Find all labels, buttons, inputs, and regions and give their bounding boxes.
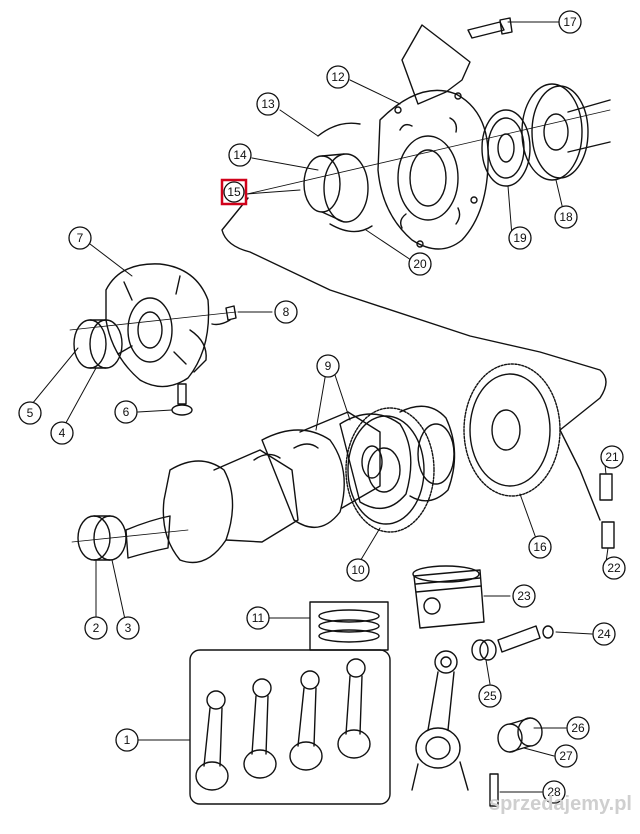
callout-21: 21	[600, 445, 624, 469]
svg-text:2: 2	[93, 621, 100, 635]
piston	[412, 565, 485, 629]
callout-28: 28	[542, 780, 566, 804]
callout-7: 7	[68, 226, 92, 250]
svg-text:27: 27	[559, 749, 573, 763]
callout-22: 22	[602, 556, 626, 580]
seal-clip	[329, 223, 373, 233]
callout-1: 1	[115, 728, 139, 752]
front-bearing-shell	[73, 319, 123, 369]
bolt	[467, 17, 513, 39]
callouts: 17 12 13 14 15 20 19 18 7 8 5 4 6 9 10 1…	[18, 10, 626, 804]
crank-hub	[521, 83, 611, 181]
callout-24: 24	[592, 622, 616, 646]
svg-text:14: 14	[233, 148, 247, 162]
callout-8: 8	[274, 300, 298, 324]
callout-4: 4	[50, 421, 74, 445]
svg-text:21: 21	[605, 450, 619, 464]
svg-text:10: 10	[351, 563, 365, 577]
svg-text:3: 3	[125, 621, 132, 635]
callout-18: 18	[554, 205, 578, 229]
svg-text:11: 11	[252, 611, 265, 625]
rod-bearing-shell	[497, 717, 543, 753]
callout-11: 11	[246, 606, 270, 630]
crank-gear	[345, 407, 435, 533]
svg-text:1: 1	[124, 733, 131, 747]
rear-cover-assembly	[377, 24, 489, 250]
svg-text:5: 5	[27, 406, 34, 420]
oil-pump-housing	[105, 263, 210, 388]
callout-2: 2	[84, 616, 108, 640]
callout-25: 25	[478, 684, 502, 708]
svg-text:15: 15	[227, 185, 241, 199]
crank-rear-flange	[399, 405, 456, 502]
connecting-rod-set	[195, 658, 371, 791]
svg-text:9: 9	[325, 359, 332, 373]
callout-27: 27	[554, 744, 578, 768]
callout-19: 19	[508, 226, 532, 250]
svg-text:17: 17	[563, 15, 577, 29]
callout-13: 13	[256, 92, 280, 116]
svg-text:19: 19	[513, 231, 527, 245]
piston-ring-set	[309, 601, 389, 651]
callout-15-highlighted: 15	[220, 178, 248, 206]
connecting-rod-set-box	[189, 649, 391, 805]
callout-6: 6	[114, 400, 138, 424]
svg-text:4: 4	[59, 426, 66, 440]
flex-plate-bolts	[599, 473, 615, 549]
group-outline-line	[221, 197, 607, 521]
pump-bolt	[171, 383, 193, 416]
svg-text:16: 16	[533, 540, 547, 554]
svg-text:13: 13	[261, 97, 275, 111]
callout-26: 26	[566, 716, 590, 740]
connecting-rod	[411, 650, 469, 791]
svg-text:20: 20	[413, 257, 427, 271]
callout-5: 5	[18, 401, 42, 425]
callout-14: 14	[228, 143, 252, 167]
svg-text:18: 18	[559, 210, 573, 224]
callout-12: 12	[326, 65, 350, 89]
svg-text:8: 8	[283, 305, 290, 319]
rod-bolt	[489, 773, 499, 807]
watermark: sprzedajemy.pl	[489, 793, 632, 815]
crank-position-sensor	[211, 305, 237, 326]
callout-3: 3	[116, 616, 140, 640]
rear-seal-ring	[303, 153, 369, 223]
snap-ring	[317, 122, 361, 137]
callout-10: 10	[346, 558, 370, 582]
callout-16: 16	[528, 535, 552, 559]
svg-text:6: 6	[123, 405, 130, 419]
callout-9: 9	[316, 354, 340, 378]
svg-text:26: 26	[571, 721, 585, 735]
piston-pin	[497, 625, 554, 653]
callout-23: 23	[512, 584, 536, 608]
svg-text:12: 12	[331, 70, 345, 84]
svg-text:23: 23	[517, 589, 531, 603]
crankshaft	[125, 411, 412, 564]
main-bearing-shell	[77, 515, 127, 561]
svg-text:7: 7	[77, 231, 84, 245]
callout-20: 20	[408, 252, 432, 276]
svg-text:28: 28	[547, 785, 561, 799]
svg-text:25: 25	[483, 689, 497, 703]
flex-plate	[463, 363, 561, 497]
svg-text:24: 24	[597, 627, 611, 641]
callout-17: 17	[558, 10, 582, 34]
rod-bushing	[471, 639, 497, 661]
svg-text:22: 22	[607, 561, 621, 575]
